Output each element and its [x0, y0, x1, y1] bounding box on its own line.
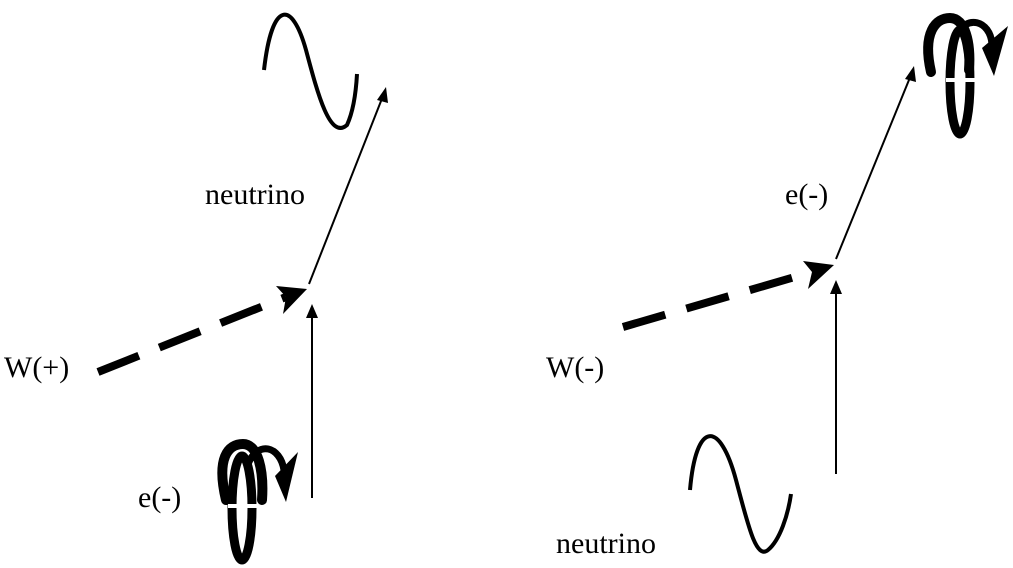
neutrino-wave-icon [264, 15, 357, 128]
electron-label: e(-) [785, 178, 828, 211]
left-panel: W(+) neutrino e(-) [4, 15, 388, 560]
incoming-neutrino-line [830, 280, 842, 474]
electron-spiral-icon [222, 444, 298, 560]
w-plus-boson-line [98, 286, 307, 372]
w-minus-label: W(-) [546, 351, 604, 384]
neutrino-label: neutrino [205, 178, 305, 211]
right-panel: W(-) e(-) neutrino [546, 18, 1008, 560]
electron-spiral-icon [928, 18, 1008, 134]
outgoing-electron-line [836, 66, 916, 259]
w-minus-boson-line [623, 261, 834, 327]
w-plus-label: W(+) [4, 351, 69, 384]
incoming-electron-line [306, 304, 318, 498]
neutrino-wave-icon [690, 436, 791, 552]
electron-label: e(-) [138, 481, 181, 514]
neutrino-label: neutrino [556, 527, 656, 560]
